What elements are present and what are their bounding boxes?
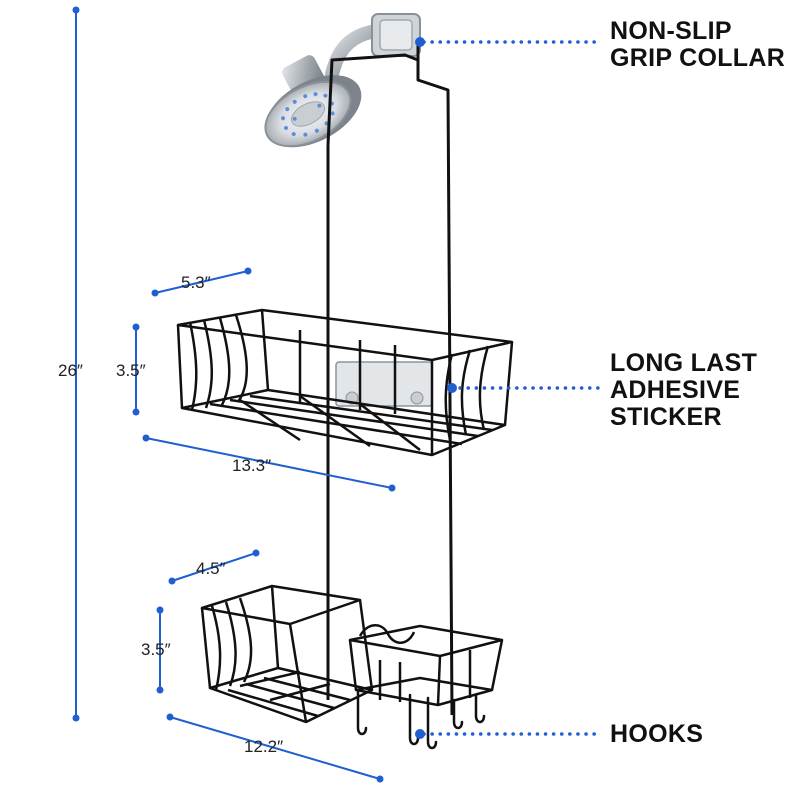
- sticker-label-line2: ADHESIVE: [610, 376, 741, 404]
- total-height-label: 26″: [58, 361, 83, 380]
- dimension-lines: [75, 10, 393, 780]
- top-depth-label: 5.3″: [181, 273, 211, 292]
- sticker-callout-dot: [447, 383, 457, 393]
- collar-callout-dot: [415, 37, 425, 47]
- bottle-holder: [348, 624, 504, 707]
- hooks-label-line1: HOOKS: [610, 720, 704, 748]
- hooks-callout-dot: [415, 729, 425, 739]
- hooks: [356, 688, 486, 750]
- collar-label-line1: NON-SLIP: [610, 17, 732, 45]
- top-height-label: 3.5″: [116, 361, 146, 380]
- sticker-callout-label: LONG LAST ADHESIVE STICKER: [610, 350, 757, 431]
- bottom-width-label: 12.2″: [244, 737, 284, 756]
- hooks-callout-label: HOOKS: [610, 721, 703, 748]
- bottom-basket: [200, 584, 374, 724]
- sticker-label-line1: LONG LAST: [610, 349, 758, 377]
- adhesive-sticker: [335, 361, 433, 407]
- top-basket: [176, 308, 514, 457]
- top-width-label: 13.3″: [232, 456, 272, 475]
- collar-callout-label: NON-SLIP GRIP COLLAR: [610, 18, 785, 72]
- bottom-depth-label: 4.5″: [196, 559, 226, 578]
- collar-label-line2: GRIP COLLAR: [610, 44, 786, 72]
- callout-leaders: [422, 40, 602, 736]
- bottom-height-label: 3.5″: [141, 640, 171, 659]
- sticker-label-line3: STICKER: [610, 403, 722, 431]
